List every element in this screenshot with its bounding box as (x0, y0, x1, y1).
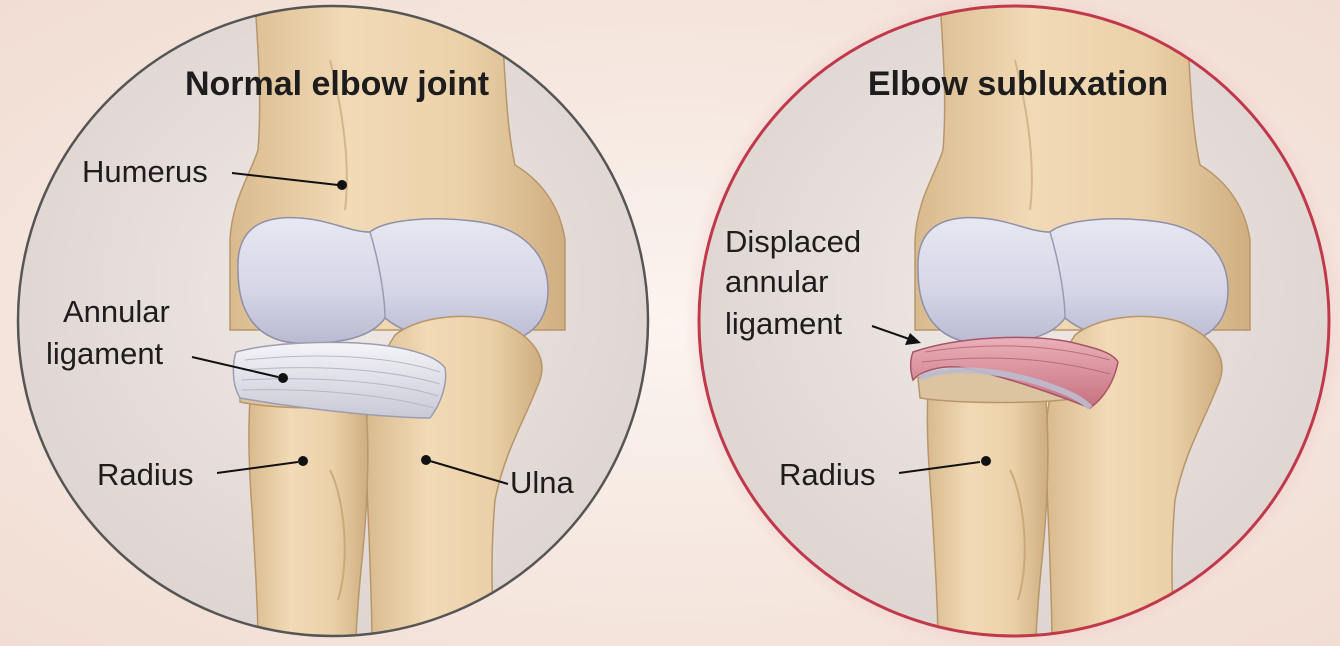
radius-bone (249, 400, 368, 646)
radius-bone-sub (927, 390, 1047, 646)
label-displaced-line3: ligament (725, 306, 843, 341)
marker-annular (278, 373, 288, 383)
label-ulna: Ulna (510, 465, 575, 500)
marker-radius-normal (298, 456, 308, 466)
label-radius-normal: Radius (97, 457, 194, 492)
marker-humerus (337, 180, 347, 190)
marker-radius-sub (981, 456, 991, 466)
panel-normal-title: Normal elbow joint (185, 65, 489, 103)
label-radius-sub: Radius (779, 457, 876, 492)
panel-subluxation: Elbow subluxation Displaced annular liga… (684, 0, 1340, 646)
label-humerus: Humerus (82, 154, 208, 189)
label-annular-line2: ligament (46, 336, 164, 371)
marker-ulna (421, 455, 431, 465)
panel-subluxation-title: Elbow subluxation (868, 65, 1168, 103)
label-annular-line1: Annular (63, 294, 170, 329)
label-displaced-line1: Displaced (725, 224, 861, 259)
label-displaced-line2: annular (725, 264, 828, 299)
